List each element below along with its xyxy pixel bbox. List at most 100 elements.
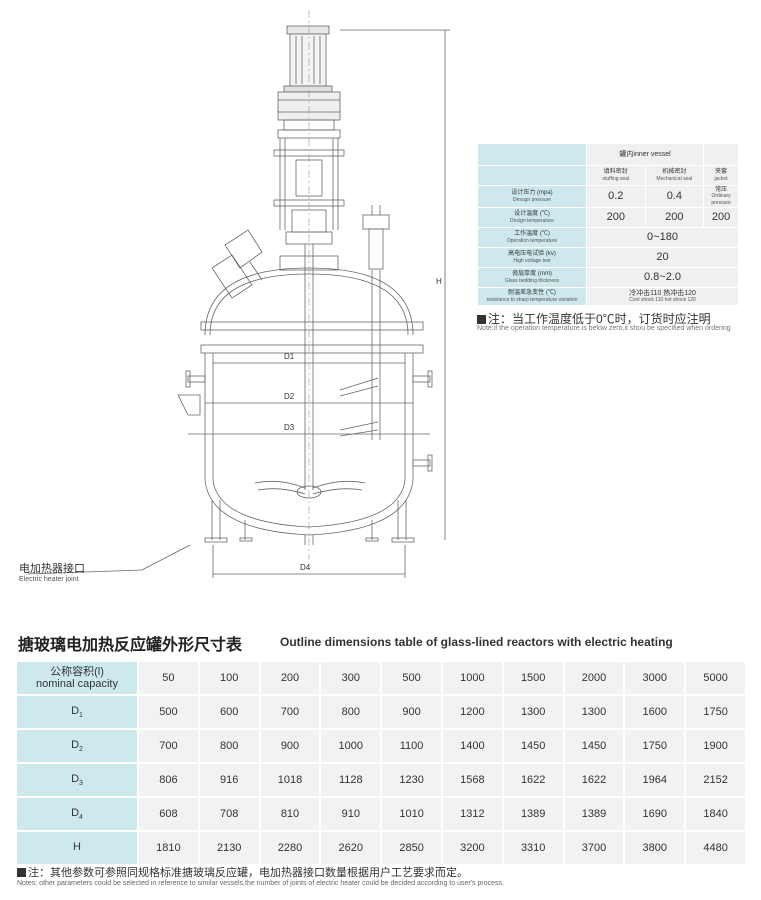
table-cell: 1600 (625, 696, 685, 728)
dims-table: 公称容积(l) nominal capacity 50 100 200 300 … (15, 660, 747, 866)
table-cell: 1450 (564, 730, 624, 762)
table-cell: 910 (321, 798, 381, 830)
spec-col-corner (476, 165, 588, 186)
row-label: D4 (17, 798, 137, 830)
table-cell: 2130 (199, 832, 259, 864)
capacity-cell: 200 (260, 662, 320, 694)
spec-note-en: Note:if the operation temperature is bel… (477, 325, 731, 332)
dims-capacity-row: 公称容积(l) nominal capacity 50 100 200 300 … (17, 662, 745, 694)
capacity-cell: 500 (382, 662, 441, 694)
dim-h-label: H (436, 277, 442, 286)
dims-row-h: H 1810 2130 2280 2620 2850 3200 3310 370… (17, 832, 745, 864)
table-cell: 3700 (564, 832, 624, 864)
table-cell: 800 (199, 730, 259, 762)
dim-d3-label: D3 (284, 423, 295, 432)
dims-row-d4: D4 608 708 810 910 1010 1312 1389 1389 1… (17, 798, 745, 830)
table-cell: 1840 (686, 798, 745, 830)
dims-row-d2: D2 700 800 900 1000 1100 1400 1450 1450 … (17, 730, 745, 762)
heater-joint-label: 电加热器接口 (19, 563, 85, 575)
dims-title: 搪玻璃电加热反应罐外形尺寸表 (18, 637, 243, 654)
table-cell: 2152 (686, 764, 745, 796)
spec-header-empty (703, 143, 739, 166)
spec-header: 罐内inner vessel (586, 143, 705, 166)
table-cell: 1300 (564, 696, 624, 728)
table-cell: 1810 (139, 832, 198, 864)
spec-note: 注：当工作温度低于0℃时，订货时应注明 (477, 310, 711, 327)
table-cell: 1450 (503, 730, 563, 762)
dim-d1-label: D1 (284, 352, 295, 361)
table-cell: 1312 (442, 798, 502, 830)
table-cell: 1750 (686, 696, 745, 728)
capacity-cell: 3000 (625, 662, 685, 694)
capacity-cell: 1500 (503, 662, 563, 694)
capacity-cell: 100 (199, 662, 259, 694)
table-cell: 1690 (625, 798, 685, 830)
table-cell: 1100 (382, 730, 441, 762)
row-label: D1 (17, 696, 137, 728)
reactor-drawing: D1 D2 D3 D4 H (27, 10, 450, 578)
row-label: D2 (17, 730, 137, 762)
heater-joint-label-en: Electric heater joint (19, 576, 79, 583)
table-cell: 1128 (321, 764, 381, 796)
capacity-cell: 2000 (564, 662, 624, 694)
capacity-cell: 300 (321, 662, 381, 694)
table-cell: 3200 (442, 832, 502, 864)
table-cell: 800 (321, 696, 381, 728)
table-cell: 806 (139, 764, 198, 796)
table-cell: 600 (199, 696, 259, 728)
table-cell: 1000 (321, 730, 381, 762)
table-cell: 1200 (442, 696, 502, 728)
table-cell: 1389 (503, 798, 563, 830)
dims-row-d3: D3 806 916 1018 1128 1230 1568 1622 1622… (17, 764, 745, 796)
table-cell: 1010 (382, 798, 441, 830)
table-cell: 810 (260, 798, 320, 830)
table-cell: 3310 (503, 832, 563, 864)
table-cell: 1230 (382, 764, 441, 796)
table-cell: 1300 (503, 696, 563, 728)
table-cell: 1622 (564, 764, 624, 796)
spec-row-shock: 耐温差急变性 (℃)resistance to sharp temperatur… (476, 287, 739, 306)
dims-row-d1: D1 500 600 700 800 900 1200 1300 1300 16… (17, 696, 745, 728)
table-cell: 2620 (321, 832, 381, 864)
table-cell: 708 (199, 798, 259, 830)
table-cell: 1622 (503, 764, 563, 796)
table-cell: 1568 (442, 764, 502, 796)
footer-note: 注：其他参数可参照同规格标准搪玻璃反应罐，电加热器接口数量根据用户工艺要求而定。 (17, 864, 468, 880)
spec-corner (476, 143, 588, 166)
table-cell: 900 (260, 730, 320, 762)
spec-row-thickness: 瓷层厚度 (mm)Glass bedding thickness 0.8~2.0 (476, 267, 739, 288)
table-cell: 700 (260, 696, 320, 728)
table-cell: 1750 (625, 730, 685, 762)
table-cell: 2280 (260, 832, 320, 864)
dim-d2-label: D2 (284, 392, 295, 401)
spec-row-design-temp: 设计温度 (℃)Design temperature 200 200 200 (476, 207, 739, 228)
table-cell: 2850 (382, 832, 441, 864)
capacity-cell: 5000 (686, 662, 745, 694)
table-cell: 4480 (686, 832, 745, 864)
table-cell: 1900 (686, 730, 745, 762)
table-cell: 3800 (625, 832, 685, 864)
capacity-cell: 50 (139, 662, 198, 694)
table-cell: 916 (199, 764, 259, 796)
row-label: H (17, 832, 137, 864)
table-cell: 1964 (625, 764, 685, 796)
table-cell: 1400 (442, 730, 502, 762)
table-cell: 608 (139, 798, 198, 830)
footer-note-en: Notes: other parameters could be selecte… (17, 880, 504, 887)
table-cell: 900 (382, 696, 441, 728)
spec-row-op-temp: 工作温度 (℃)Operation temperature 0~180 (476, 227, 739, 248)
dims-title-en: Outline dimensions table of glass-lined … (280, 635, 673, 649)
table-cell: 1389 (564, 798, 624, 830)
capacity-cell: 1000 (442, 662, 502, 694)
table-cell: 700 (139, 730, 198, 762)
table-cell: 500 (139, 696, 198, 728)
spec-row-hv-test: 高电压电试验 (kv)High voltage test 20 (476, 247, 739, 268)
capacity-header: 公称容积(l) nominal capacity (17, 662, 137, 694)
dim-d4-label: D4 (300, 563, 311, 572)
row-label: D3 (17, 764, 137, 796)
